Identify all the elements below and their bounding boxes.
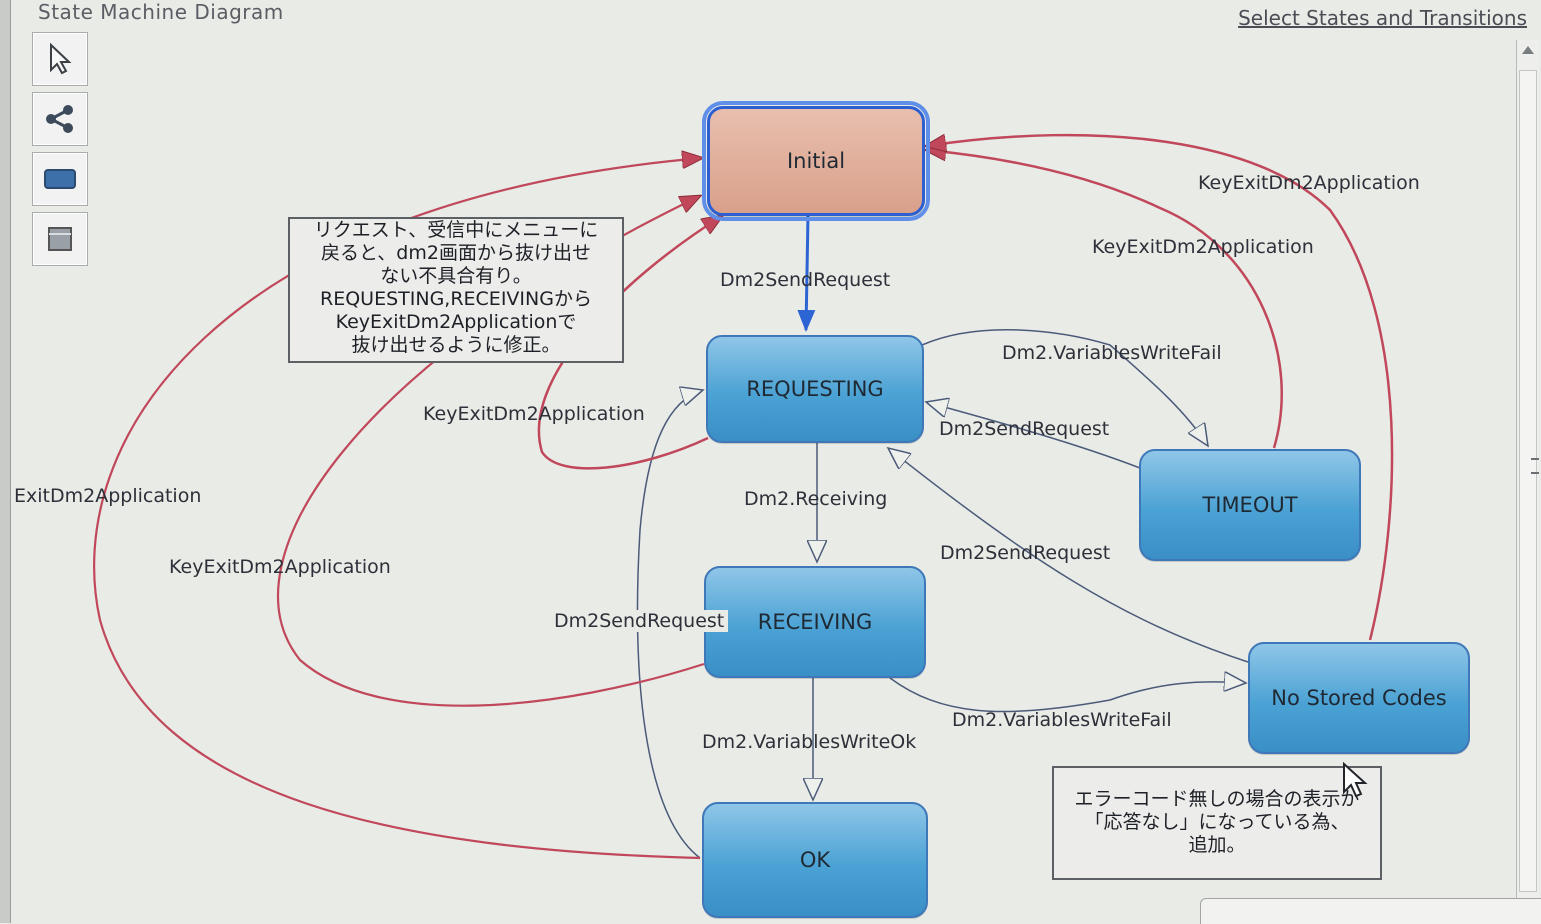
note-line: 追加。 <box>1188 834 1246 856</box>
note-no-stored-codes[interactable]: エラーコード無しの場合の表示が 「応答なし」になっている為、 追加。 <box>1052 766 1382 880</box>
label-key-exit-receiving: KeyExitDm2Application <box>169 556 391 578</box>
label-key-exit-timeout: KeyExitDm2Application <box>1092 236 1314 258</box>
scroll-up-arrow-icon[interactable] <box>1522 46 1534 54</box>
state-timeout[interactable]: TIMEOUT <box>1139 449 1361 561</box>
transition-receiving-to-no-stored-codes[interactable] <box>889 678 1246 713</box>
bottom-panel-edge <box>1200 898 1541 924</box>
transition-no-stored-codes-to-requesting[interactable] <box>888 448 1249 663</box>
note-exit-fix[interactable]: リクエスト、受信中にメニューに 戻ると、dm2画面から抜け出せ ない不具合有り。… <box>288 217 624 363</box>
mouse-cursor-icon <box>1343 762 1368 798</box>
select-states-transitions-link[interactable]: Select States and Transitions <box>1238 6 1527 30</box>
transition-timeout-to-requesting[interactable] <box>926 402 1141 469</box>
panel-title: State Machine Diagram <box>38 0 284 24</box>
note-line: 抜け出せるように修正。 <box>351 334 561 356</box>
label-dm2-send-request-no-codes: Dm2SendRequest <box>940 542 1111 564</box>
scrollbar-thumb[interactable] <box>1519 70 1537 892</box>
state-initial[interactable]: Initial <box>702 101 930 221</box>
state-ok[interactable]: OK <box>702 802 928 918</box>
window-left-border <box>0 0 11 923</box>
label-key-exit-top-right: KeyExitDm2Application <box>1198 172 1420 194</box>
label-dm2-send-request-timeout: Dm2SendRequest <box>939 418 1110 440</box>
state-receiving[interactable]: RECEIVING <box>704 566 926 678</box>
transition-tool-button[interactable] <box>32 92 88 146</box>
label-dm2-send-request-receiving: Dm2SendRequest <box>550 610 729 632</box>
note-line: 戻ると、dm2画面から抜け出せ <box>321 242 591 264</box>
label-key-exit-requesting: KeyExitDm2Application <box>423 403 645 425</box>
state-tool-button[interactable] <box>32 152 88 206</box>
state-no-stored-codes[interactable]: No Stored Codes <box>1248 642 1470 754</box>
diagram-toolbar <box>32 32 94 272</box>
transition-exit-no-stored-codes-to-initial[interactable] <box>926 133 1394 641</box>
note-tool-button[interactable] <box>32 212 88 266</box>
note-line: REQUESTING,RECEIVINGから <box>320 288 592 310</box>
transition-requesting-to-timeout[interactable] <box>921 329 1208 446</box>
label-dm2-variables-write-fail-requesting: Dm2.VariablesWriteFail <box>1002 342 1222 364</box>
label-key-exit-ok-left: ExitDm2Application <box>14 485 202 507</box>
state-requesting[interactable]: REQUESTING <box>706 335 924 443</box>
note-line: エラーコード無しの場合の表示が <box>1074 788 1360 810</box>
note-icon <box>48 227 72 251</box>
label-dm2-variables-write-ok: Dm2.VariablesWriteOk <box>702 731 917 753</box>
pointer-tool-button[interactable] <box>32 32 88 86</box>
transition-exit-requesting-to-initial[interactable] <box>537 216 722 470</box>
vertical-scrollbar[interactable] <box>1516 40 1539 900</box>
pointer-icon <box>50 42 72 75</box>
note-line: 「応答なし」になっている為、 <box>1084 811 1350 833</box>
label-dm2-send-request-initial: Dm2SendRequest <box>720 269 891 291</box>
state-icon <box>44 169 76 189</box>
note-line: ない不具合有り。 <box>380 265 532 287</box>
label-dm2-receiving: Dm2.Receiving <box>744 488 888 510</box>
note-line: リクエスト、受信中にメニューに <box>313 219 599 241</box>
note-line: KeyExitDm2Applicationで <box>335 311 577 333</box>
transition-initial-to-requesting[interactable] <box>797 214 816 332</box>
transition-ok-to-requesting[interactable] <box>636 390 704 859</box>
transition-exit-timeout-to-initial[interactable] <box>926 150 1283 449</box>
scrollbar-grip-icon <box>1531 458 1539 474</box>
label-dm2-variables-write-fail-receiving: Dm2.VariablesWriteFail <box>952 709 1172 731</box>
transition-icon <box>46 105 73 133</box>
